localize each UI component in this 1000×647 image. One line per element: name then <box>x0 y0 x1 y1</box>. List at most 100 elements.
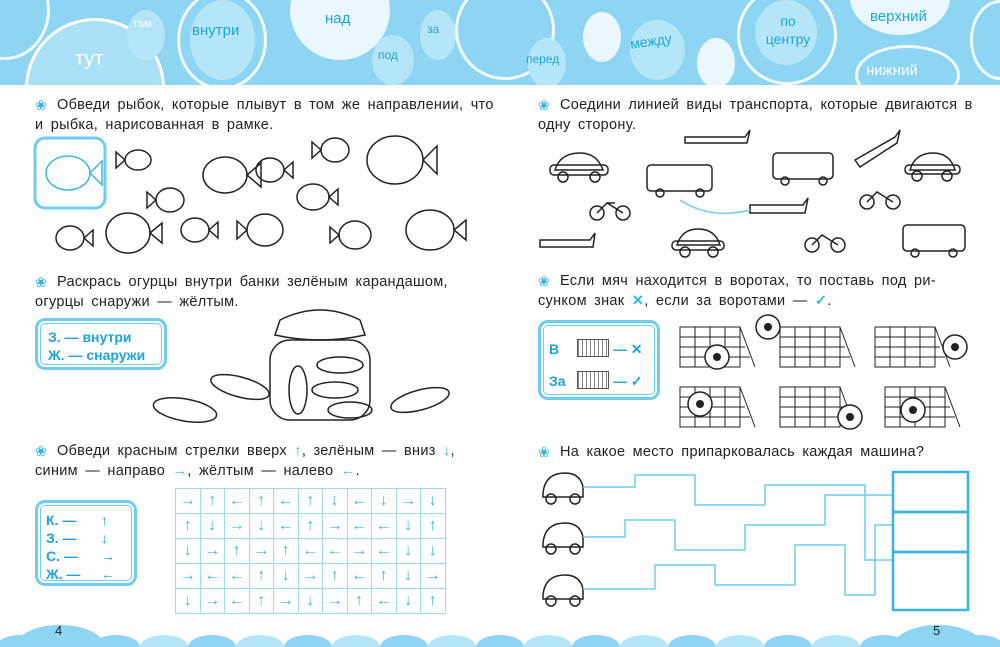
arrow-cell[interactable]: ↑ <box>347 589 372 614</box>
fish <box>180 217 219 243</box>
arrow-cell[interactable]: ← <box>225 489 250 514</box>
arrow-cell[interactable]: ↓ <box>176 589 201 614</box>
car <box>671 228 725 258</box>
task-goal-instruction: ❀Если мяч находится в воротах, то постав… <box>538 273 936 309</box>
plane <box>749 197 809 214</box>
flower-icon: ❀ <box>538 444 551 460</box>
arrow-cell[interactable]: ↑ <box>274 539 299 564</box>
fish <box>202 156 262 194</box>
arrow-cell[interactable]: ← <box>372 514 397 539</box>
arrow-cell[interactable]: ↓ <box>323 489 348 514</box>
arrow-cell[interactable]: ↑ <box>176 514 201 539</box>
arrow-cell[interactable]: ↓ <box>274 564 299 589</box>
bus <box>902 224 966 258</box>
arrow-cell[interactable]: → <box>323 589 348 614</box>
arrow-cell[interactable]: ↑ <box>249 564 274 589</box>
car <box>542 472 584 505</box>
plane <box>539 232 596 248</box>
arrow-cell[interactable]: ↑ <box>225 539 250 564</box>
arrow-cell[interactable]: ↓ <box>396 564 421 589</box>
arrow-cell[interactable]: → <box>298 564 323 589</box>
fish <box>329 220 372 250</box>
arrow-cell[interactable]: ← <box>225 564 250 589</box>
arrow-cell[interactable]: ↓ <box>249 514 274 539</box>
arrow-cell[interactable]: ↓ <box>396 514 421 539</box>
fish <box>405 209 467 251</box>
car <box>904 152 961 182</box>
arrow-cell[interactable]: ↓ <box>396 539 421 564</box>
parking-maze <box>542 470 970 612</box>
arrow-cell[interactable]: → <box>249 539 274 564</box>
arrow-cell[interactable]: ← <box>225 589 250 614</box>
arrow-cell[interactable]: ↑ <box>323 564 348 589</box>
cucumber-legend: З. — внутри Ж. — снаружи <box>35 318 167 370</box>
jar-illustration <box>152 309 450 423</box>
goal <box>779 326 856 368</box>
page-number-right: 5 <box>933 623 941 638</box>
arrow-cell[interactable]: → <box>225 514 250 539</box>
arrow-cell[interactable]: → <box>347 539 372 564</box>
arrow-cell[interactable]: ↑ <box>200 489 225 514</box>
arrow-cell[interactable]: ← <box>347 514 372 539</box>
arrow-cell[interactable]: ← <box>274 514 299 539</box>
fish <box>55 225 94 251</box>
arrow-cell[interactable]: ← <box>372 589 397 614</box>
arrow-cell[interactable]: ← <box>200 564 225 589</box>
arrow-cell[interactable]: ← <box>274 489 299 514</box>
arrow-cell[interactable]: → <box>421 564 446 589</box>
arrow-cell[interactable]: ↑ <box>249 589 274 614</box>
header-banner: тут там внутри над под за перед между по… <box>0 0 1000 85</box>
task-cucumber-instruction: ❀Раскрась огурцы внутри банки зелёным ка… <box>35 274 448 310</box>
arrow-cell[interactable]: ↑ <box>372 564 397 589</box>
car <box>542 574 584 607</box>
fish <box>296 183 339 211</box>
arrow-cell[interactable]: → <box>176 564 201 589</box>
cucumber <box>210 373 270 401</box>
bicycle <box>589 202 631 221</box>
arrow-cell[interactable]: ↓ <box>372 489 397 514</box>
bicycle <box>859 191 901 210</box>
arrow-cell[interactable]: → <box>200 539 225 564</box>
task-transport-instruction: ❀Соедини линией виды транспорта, которые… <box>538 97 973 133</box>
flower-icon: ❀ <box>35 443 48 459</box>
arrow-cell[interactable]: → <box>200 589 225 614</box>
arrow-cell[interactable]: ↓ <box>298 589 323 614</box>
car <box>542 522 584 555</box>
arrow-cell[interactable]: ↓ <box>176 539 201 564</box>
arrow-grid: →↑←↑←↑↓←↓→↓↑↓→↓←↑→←←↓↑↓→↑→↑←←→←↓↓→←←↑↓→↑… <box>175 488 446 614</box>
cucumber <box>152 397 218 423</box>
arrow-cell[interactable]: ← <box>347 564 372 589</box>
arrow-cell[interactable]: ← <box>323 539 348 564</box>
arrow-cell[interactable]: ↑ <box>421 514 446 539</box>
arrow-cell[interactable]: ← <box>347 489 372 514</box>
legend-line: З. — внутри <box>48 329 132 345</box>
arrow-cell[interactable]: → <box>176 489 201 514</box>
flower-icon: ❀ <box>538 273 551 289</box>
arrow-cell[interactable]: → <box>396 489 421 514</box>
bicycle <box>804 234 846 253</box>
arrow-cell[interactable]: ↑ <box>298 514 323 539</box>
arrow-cell[interactable]: ← <box>298 539 323 564</box>
arrow-cell[interactable]: ↓ <box>396 589 421 614</box>
cucumber <box>316 356 364 374</box>
arrow-cell[interactable]: ↑ <box>421 589 446 614</box>
header-word: внутри <box>192 22 240 39</box>
task-parking-instruction: ❀На какое место припарковалась каждая ма… <box>538 444 925 460</box>
arrow-cell[interactable]: → <box>323 514 348 539</box>
arrow-cell[interactable]: ← <box>372 539 397 564</box>
header-word: тут <box>75 48 104 70</box>
arrow-cell[interactable]: ↑ <box>249 489 274 514</box>
arrow-cell[interactable]: ↓ <box>200 514 225 539</box>
arrow-cell[interactable]: ↑ <box>298 489 323 514</box>
flower-icon: ❀ <box>35 274 48 290</box>
header-word: под <box>378 48 398 62</box>
fish <box>105 212 163 254</box>
arrow-cell[interactable]: ↓ <box>421 539 446 564</box>
fish <box>255 157 294 183</box>
header-word: за <box>427 22 440 36</box>
header-word: перед <box>526 52 560 66</box>
goals-illustration <box>679 314 968 430</box>
legend-line: З. —↓ <box>46 530 108 546</box>
arrow-cell[interactable]: ↓ <box>421 489 446 514</box>
arrow-cell[interactable]: → <box>274 589 299 614</box>
